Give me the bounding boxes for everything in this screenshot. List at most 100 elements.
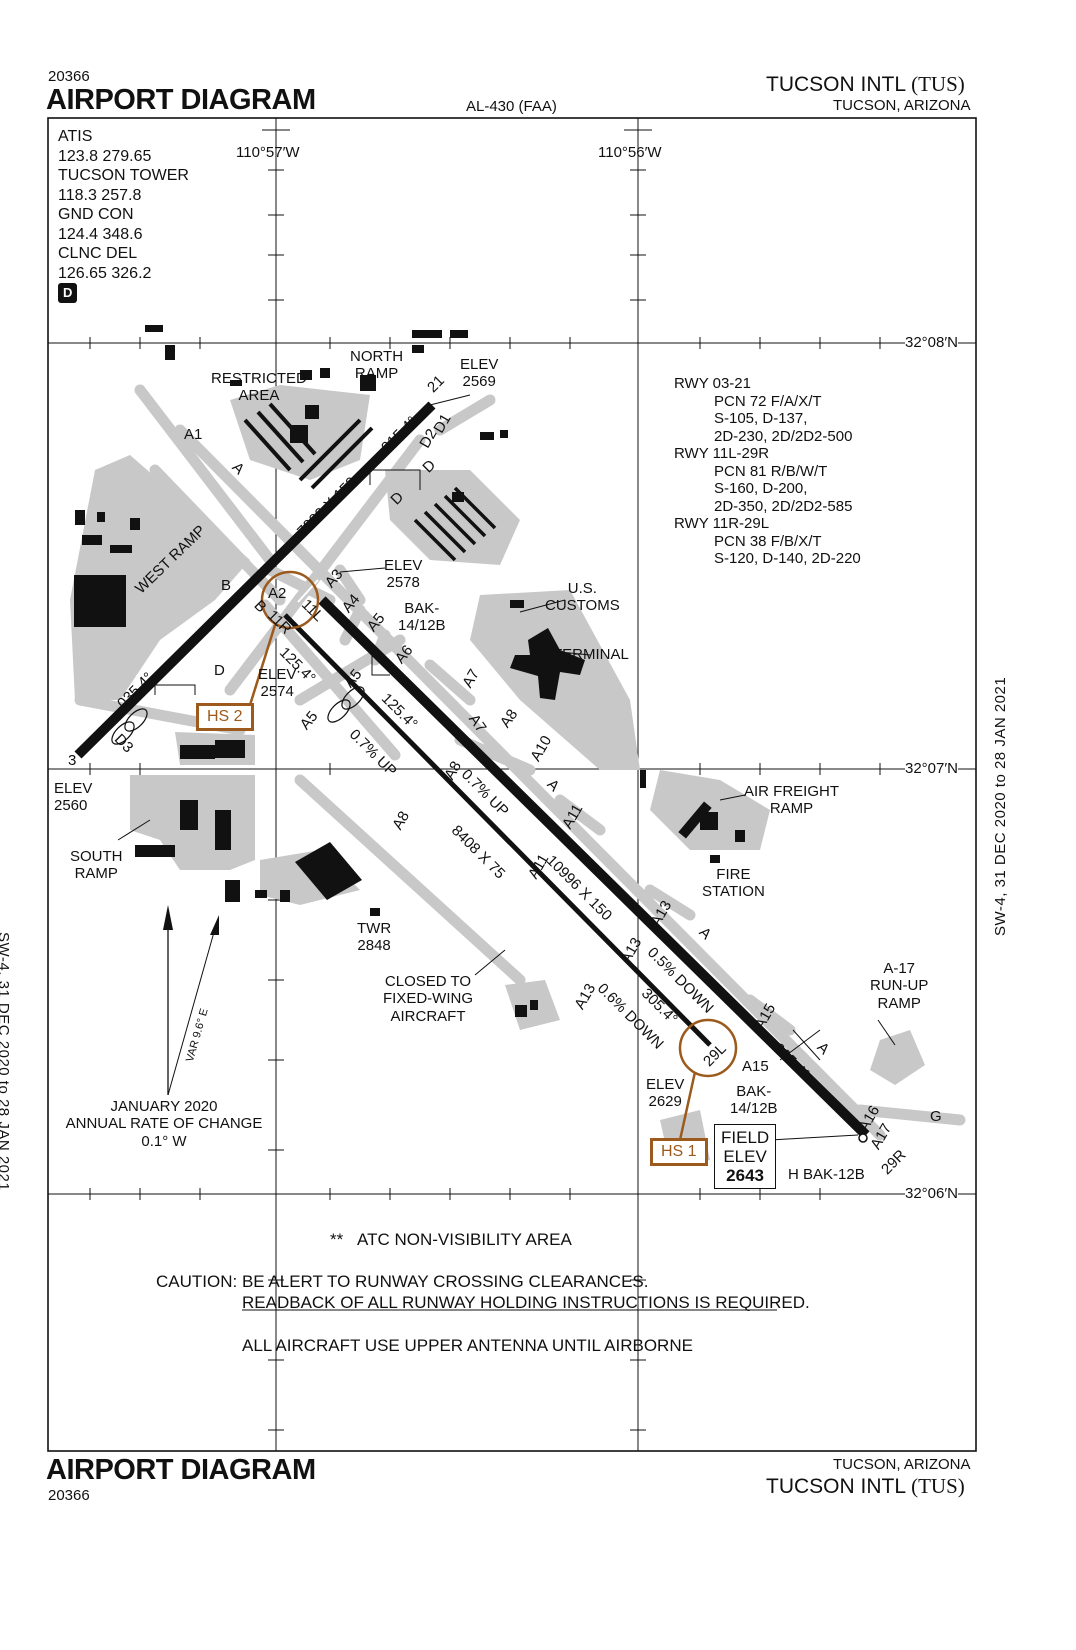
customs-text: CUSTOMS <box>545 597 620 615</box>
runway-11l-29r <box>318 596 870 1139</box>
rate-title: ANNUAL RATE OF CHANGE <box>65 1115 263 1133</box>
bak-value: 14/12B <box>730 1100 778 1118</box>
pcn-line: RWY 11R-29L <box>674 515 770 532</box>
volume-number: 20366 <box>48 68 90 85</box>
lat-label-07: 32°07′N <box>905 760 959 778</box>
a17-runup-label: A-17 RUN-UP RAMP <box>870 960 928 1012</box>
north-ramp-label: NORTH RAMP <box>350 348 403 383</box>
atc-non-visibility-note: ** ATC NON-VISIBILITY AREA <box>330 1230 572 1250</box>
cycle-right: SW-4, 31 DEC 2020 to 28 JAN 2021 <box>992 676 1009 936</box>
airport-ident: (TUS) <box>911 72 965 96</box>
annual-rate-block: JANUARY 2020 ANNUAL RATE OF CHANGE 0.1° … <box>55 1098 273 1150</box>
elev-text: ELEV <box>258 666 297 683</box>
t-hangars <box>413 486 497 562</box>
hangar-west <box>74 575 126 627</box>
frequency-block: ATIS 123.8 279.65 TUCSON TOWER 118.3 257… <box>58 127 189 303</box>
taxiway-a15 <box>744 994 796 1036</box>
tower-building <box>370 908 380 916</box>
chart-title: AIRPORT DIAGRAM <box>46 84 316 116</box>
procedure-number: AL-430 (FAA) <box>466 98 557 115</box>
rate-date: JANUARY 2020 <box>110 1098 218 1115</box>
elev-value: 2569 <box>462 373 496 391</box>
restricted-area-label: RESTRICTED AREA <box>211 370 307 405</box>
taxiway-a11 <box>554 794 606 836</box>
field-elev-point <box>858 1133 868 1143</box>
antenna-note: ALL AIRCRAFT USE UPPER ANTENNA UNTIL AIR… <box>242 1336 693 1355</box>
elev-text: ELEV <box>646 1076 685 1093</box>
elev-text: ELEV <box>54 780 93 797</box>
atis-freq: 123.8 279.65 <box>58 147 152 165</box>
footer-city: TUCSON, ARIZONA <box>833 1456 971 1473</box>
tower-label: TUCSON TOWER <box>58 167 189 184</box>
pcn-block: RWY 03-21 PCN 72 F/A/X/T S-105, D-137, 2… <box>674 375 861 568</box>
magnetic-north-arrow <box>167 924 217 1096</box>
restricted-text: RESTRICTED <box>211 370 307 387</box>
field-elev-value: 2643 <box>726 1166 764 1185</box>
fire-text: FIRE <box>716 866 751 883</box>
taxiway-a5-south <box>294 634 406 706</box>
terminal-building <box>510 628 585 700</box>
elev-value: 2574 <box>260 683 294 701</box>
closed-label: CLOSED TO FIXED-WING AIRCRAFT <box>383 973 473 1025</box>
south-ramp-label: SOUTH RAMP <box>70 848 123 883</box>
buildings <box>74 325 745 1017</box>
taxiway-g <box>854 1104 966 1126</box>
h-bak-label: H BAK-12B <box>788 1166 865 1183</box>
airport-city: TUCSON, ARIZONA <box>833 97 971 114</box>
air-freight-ramp-label: AIR FREIGHT RAMP <box>744 783 839 818</box>
elev-value: 2560 <box>54 797 88 815</box>
pcn-line: RWY 03-21 <box>674 375 751 392</box>
lon-label-57: 110°57′W <box>236 144 300 161</box>
taxiway-label: A15 <box>742 1058 769 1075</box>
ramp-text: RAMP <box>769 800 814 818</box>
twr-value: 2848 <box>357 937 391 955</box>
south-text: SOUTH <box>70 848 123 865</box>
caution-line-1: CAUTION: BE ALERT TO RUNWAY CROSSING CLE… <box>156 1272 649 1291</box>
taxiway-label: G <box>930 1108 942 1125</box>
pcn-line: RWY 11L-29R <box>674 445 770 462</box>
runway-end-3: 3 <box>68 752 77 769</box>
taxiway-label: D <box>214 662 225 679</box>
closed-text: AIRCRAFT <box>390 1007 466 1025</box>
a17-runup-pavement <box>870 1030 925 1085</box>
clnc-freq: 126.65 326.2 <box>58 264 152 282</box>
elev-text: ELEV <box>723 1147 767 1166</box>
taxiway-a3 <box>334 564 366 606</box>
bak-value: 14/12B <box>398 617 446 635</box>
gnd-freq: 124.4 348.6 <box>58 225 143 243</box>
runway-03-21 <box>74 401 436 759</box>
atc-mark: ** <box>330 1230 344 1249</box>
footer-airport: TUCSON INTL (TUS) <box>766 1474 965 1499</box>
elev-value: 2578 <box>386 574 420 592</box>
pcn-line: PCN 72 F/A/X/T <box>714 392 822 410</box>
elev-ne-label: ELEV 2569 <box>460 356 498 391</box>
hotspot-1-circle <box>678 1018 738 1078</box>
closed-text: CLOSED TO <box>384 973 472 990</box>
pcn-line: 2D-350, 2D/2D2-585 <box>714 497 853 515</box>
lat-label-06: 32°06′N <box>905 1185 959 1203</box>
taxiway-a1 <box>134 384 276 566</box>
ramp-text: RAMP <box>877 994 921 1012</box>
field-elevation-box: FIELD ELEV 2643 <box>714 1124 777 1189</box>
footer-volume: 20366 <box>48 1487 90 1504</box>
us-text: U.S. <box>567 580 597 597</box>
lon-label-56: 110°56′W <box>598 144 662 161</box>
taxiway-a13 <box>644 884 696 921</box>
twr-text: TWR <box>357 920 392 937</box>
atis-label: ATIS <box>58 128 93 145</box>
rate-value: 0.1° W <box>141 1132 187 1150</box>
atc-text: ATC NON-VISIBILITY AREA <box>357 1230 572 1249</box>
cargo-pavement <box>385 470 520 565</box>
field-text: FIELD <box>721 1128 770 1147</box>
taxiway-a <box>174 424 886 1141</box>
cycle-left: SW-4, 31 DEC 2020 to 28 JAN 2021 <box>0 932 12 1192</box>
taxiway-label: B <box>221 577 232 594</box>
runway-11r-29l <box>283 613 712 1047</box>
taxiway-a8 <box>294 774 526 986</box>
bak-text: BAK- <box>736 1083 772 1100</box>
area-text: AREA <box>238 387 280 405</box>
ramp-text: RAMP <box>74 865 118 883</box>
elev-a3-label: ELEV 2578 <box>384 557 422 592</box>
runup-text: RUN-UP <box>870 977 929 995</box>
